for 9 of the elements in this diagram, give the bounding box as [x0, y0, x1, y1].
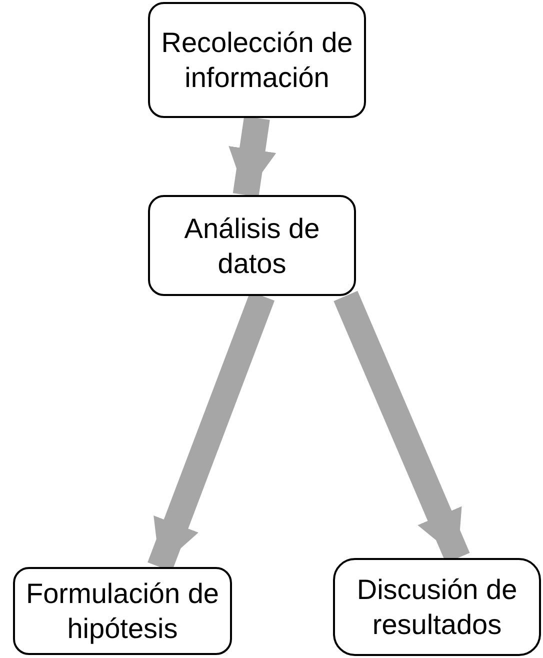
box-label: Recolección de información: [160, 26, 354, 95]
process-box: [148, 195, 356, 296]
block-arrow: [228, 116, 276, 197]
process-box: [333, 558, 541, 656]
box-label: Discusión de resultados: [356, 573, 518, 642]
process-box: [148, 2, 366, 118]
process-box: [13, 567, 232, 655]
box-label: Formulación de hipótesis: [25, 577, 220, 646]
box-label: Análisis de datos: [183, 212, 321, 280]
